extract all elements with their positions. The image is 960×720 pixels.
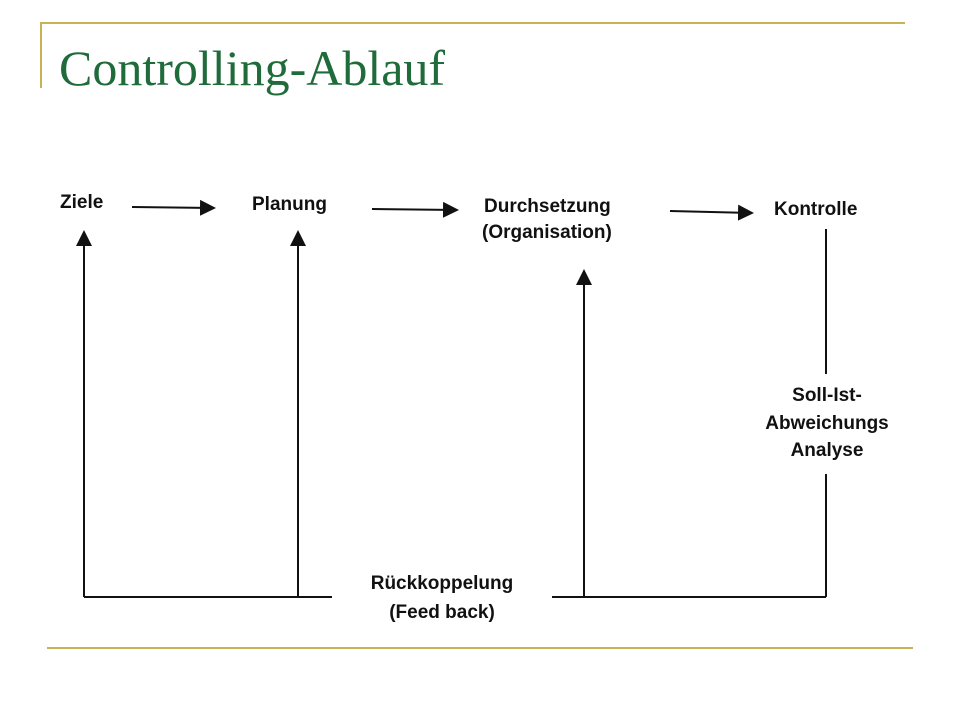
analysis-line-3: Analyse [791, 440, 864, 461]
step-planung-label: Planung [252, 194, 327, 215]
arrow-durchsetzung-to-kontrolle [669, 204, 754, 221]
feedback-label-line-2: (Feed back) [389, 602, 495, 623]
slide-frame-left-line [40, 22, 42, 88]
slide-title: Controlling-Ablauf [59, 40, 446, 96]
arrow-planung-to-durchsetzung [371, 201, 459, 218]
analysis-line-2: Abweichungs [765, 413, 889, 434]
feedback-label-line-1: Rückkoppelung [371, 573, 514, 594]
slide-frame-top-line [40, 22, 905, 24]
step-ziele-label: Ziele [60, 192, 103, 213]
arrow-ziele-to-planung [131, 199, 216, 216]
step-organisation-label: (Organisation) [482, 222, 612, 243]
analysis-line-1: Soll-Ist- [792, 385, 862, 406]
slide-frame-bottom-line [47, 647, 913, 649]
step-durchsetzung-label: Durchsetzung [484, 196, 611, 217]
step-kontrolle-label: Kontrolle [774, 199, 857, 220]
